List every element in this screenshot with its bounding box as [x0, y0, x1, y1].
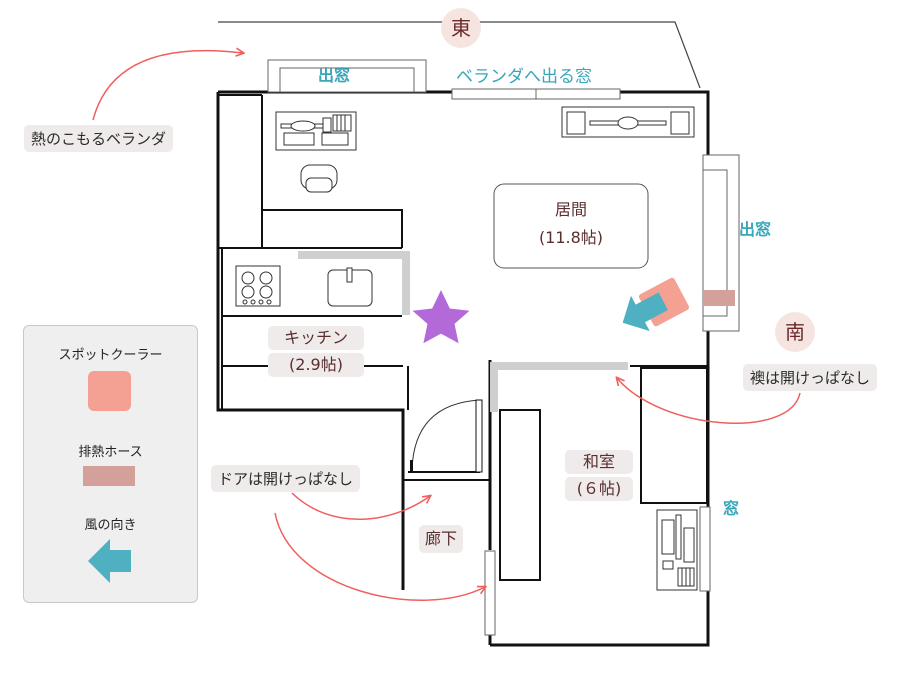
- top-window-label: 出窓: [318, 66, 351, 85]
- top-bay-window: [267, 59, 427, 93]
- legend-hose-label: 排熱ホース: [78, 445, 143, 460]
- desk-furniture: [275, 111, 357, 193]
- right-window-label: 出窓: [739, 220, 772, 239]
- washitsu-desk: [656, 509, 698, 591]
- washitsu-walls: [403, 365, 708, 581]
- compass-south: 南: [775, 312, 815, 352]
- star-icon: [412, 290, 470, 344]
- kitchen-label: キッチン (2.9帖): [268, 326, 364, 377]
- veranda-arrow: [92, 51, 243, 121]
- living-room-size: (11.8帖): [538, 228, 604, 247]
- veranda-sliding-window: [451, 88, 621, 100]
- fusuma-note: 襖は開けっぱなし: [743, 364, 878, 391]
- door-arrow-upper: [291, 492, 430, 520]
- washitsu-window-label: 窓: [723, 499, 740, 518]
- tv-stand: [561, 106, 695, 138]
- hallway-label: 廊下: [419, 525, 463, 553]
- spot-cooler: [622, 277, 735, 332]
- living-room-name: 居間: [554, 200, 587, 219]
- veranda-outline: [218, 21, 701, 89]
- legend-cooler-label: スポットクーラー: [58, 348, 163, 363]
- legend-wind-label: 風の向き: [84, 518, 137, 533]
- kitchen-size: (2.9帖): [268, 353, 364, 377]
- hallway-window: [484, 550, 496, 636]
- living-room-label: 居間 (11.8帖): [524, 198, 618, 250]
- sink: [327, 267, 373, 307]
- washitsu-size: (６帖): [565, 477, 633, 501]
- wind-arrow-icon: [622, 292, 669, 332]
- door: [408, 399, 483, 473]
- veranda-note: 熱のこもるベランダ: [24, 125, 174, 152]
- living-room-label-box: [493, 183, 649, 269]
- compass-east: 東: [441, 8, 481, 48]
- annotation-arrows: [92, 51, 801, 601]
- kitchen-name: キッチン: [268, 326, 364, 350]
- washitsu-name: 和室: [565, 450, 633, 474]
- partitions: [298, 251, 628, 412]
- fusuma-arrow: [617, 378, 801, 424]
- veranda-window-label: ベランダへ出る窓: [456, 67, 592, 87]
- stove: [235, 265, 281, 307]
- door-note: ドアは開けっぱなし: [211, 465, 361, 492]
- legend-panel: スポットクーラー 排熱ホース 風の向き: [23, 325, 198, 603]
- washitsu-window: [699, 506, 711, 592]
- door-arrow-lower: [274, 512, 485, 601]
- washitsu-label: 和室 (６帖): [565, 450, 633, 501]
